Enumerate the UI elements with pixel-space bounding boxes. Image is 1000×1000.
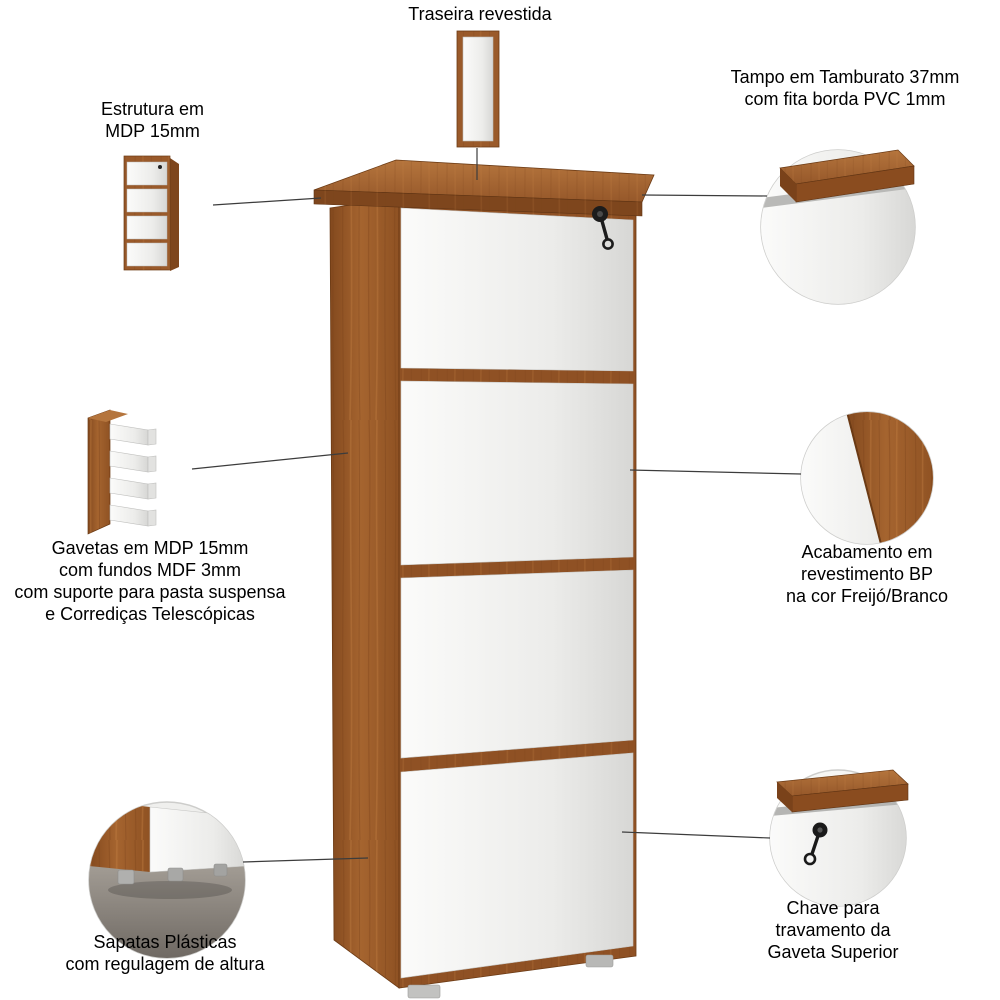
mini-open-drawer-4 [109,504,157,527]
detail-key-icon [803,835,820,866]
detail-feet-circle [88,801,246,959]
detail-lock-icon [812,822,828,838]
connector-line-drawers [191,452,349,470]
mini-lock-icon [158,165,162,169]
label-lock-key: Chave para travamento da Gaveta Superior [767,898,899,962]
detail-back-panel [456,30,500,148]
drawer-front-2 [400,380,634,566]
detail-top-panel-circle [760,149,916,305]
connector-line-structure [212,197,322,206]
plastic-foot-3 [213,863,228,877]
detail-finish-circle [800,411,934,545]
label-structure: Estrutura em MDP 15mm [100,99,205,141]
plastic-foot-2 [167,867,184,882]
label-back-panel: Traseira revestida [408,4,552,24]
connector-line-finish [629,469,802,475]
label-finish: Acabamento em revestimento BP na cor Fre… [785,542,949,606]
drawer-front-3 [400,569,634,759]
drawer-front-1 [400,207,634,372]
tamburato-board [779,149,915,203]
drawer-front-4 [400,752,634,979]
label-feet: Sapatas Plásticas com regulagem de altur… [65,932,265,974]
cabinet-foot-right [585,954,614,968]
key-icon [600,220,614,250]
label-top-panel: Tampo em Tamburato 37mm com fita borda P… [730,67,960,109]
mini-open-drawer-1 [109,423,157,446]
tamburato-board-small [776,769,909,813]
mini-open-drawer-2 [109,450,157,473]
cabinet-side-panel [329,197,400,989]
connector-line-key [621,831,771,839]
detail-key-circle [769,769,909,907]
label-drawers: Gavetas em MDP 15mm com fundos MDF 3mm c… [14,538,286,624]
detail-open-drawers-mini [87,409,157,535]
detail-structure-mini [123,155,179,271]
cabinet-top-panel [313,159,655,217]
lock-icon [592,206,608,222]
connector-line-feet [242,857,369,863]
plastic-foot-1 [117,869,135,885]
mini-open-drawer-3 [109,477,157,500]
cabinet-foot-left [407,984,441,999]
cabinet-main [313,159,655,999]
connector-line-top-panel [641,194,768,197]
